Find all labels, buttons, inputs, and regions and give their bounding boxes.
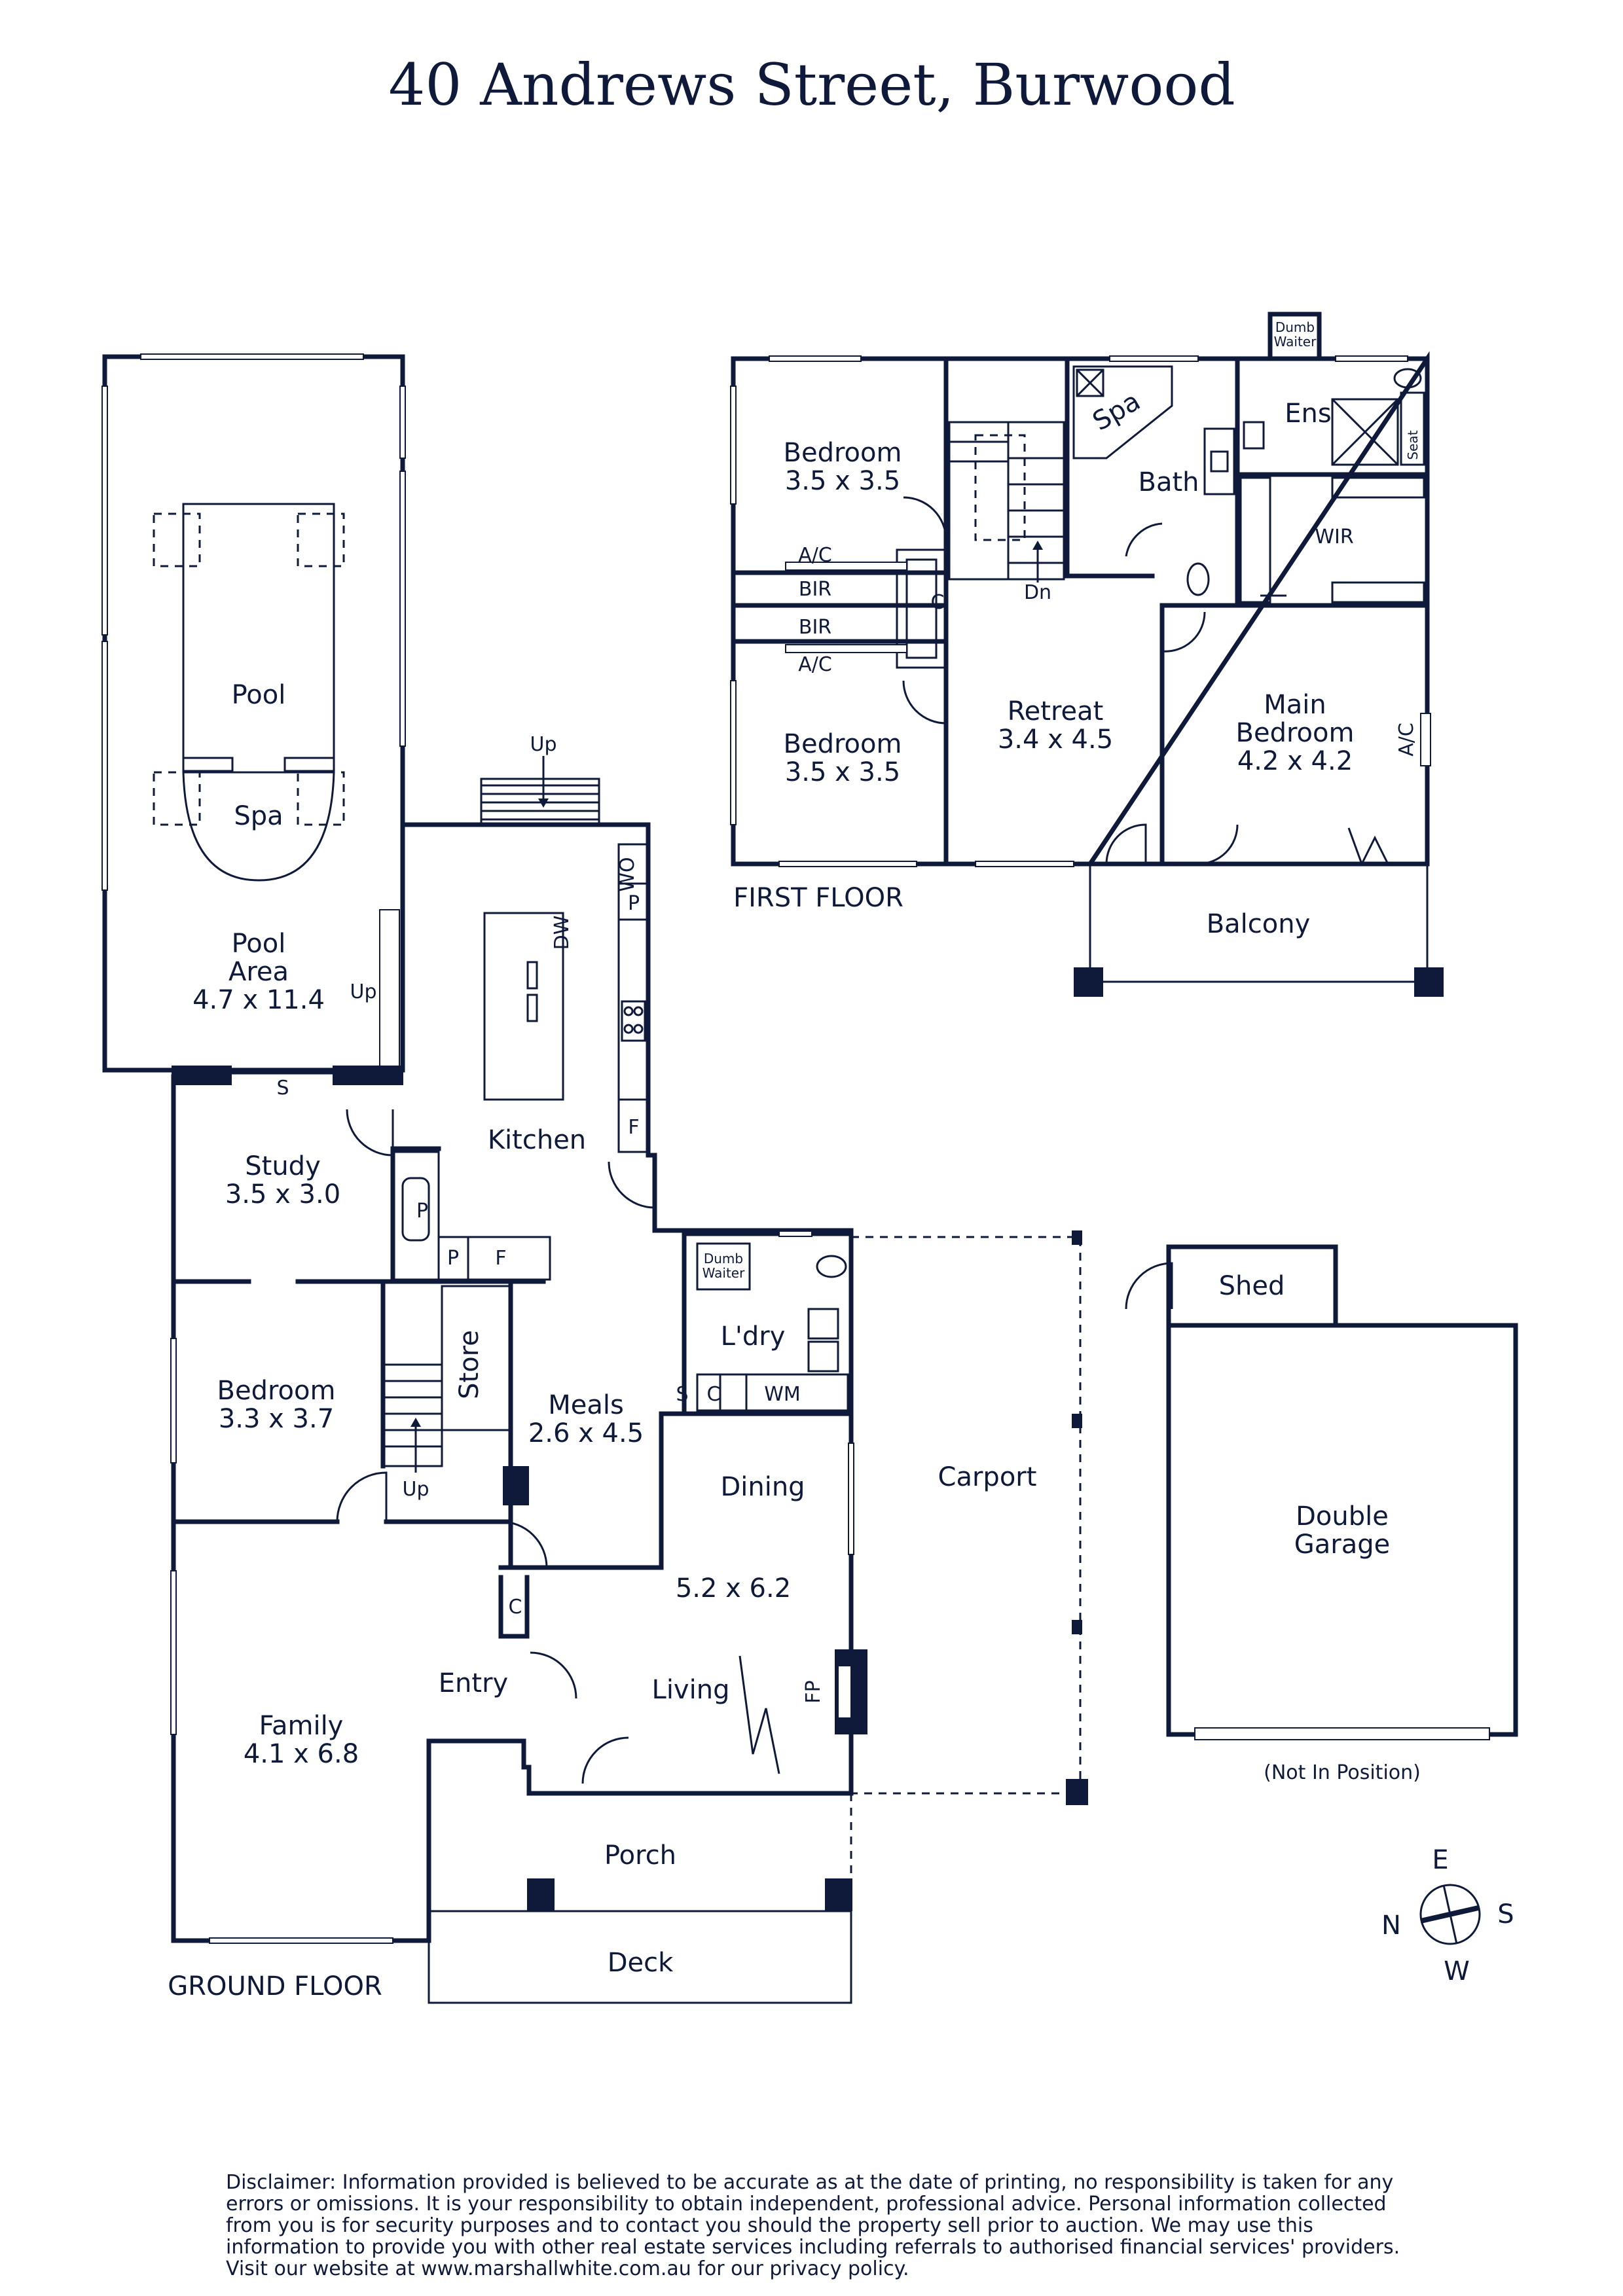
wir-label: WIR [1315,526,1353,548]
f-label-pantry: F [495,1247,506,1270]
ground-outer-walls [171,822,854,1943]
pool-label: Pool [232,680,286,710]
fp-label: FP [802,1680,825,1703]
carport-outline [851,1236,1082,1795]
seat-label: Seat [1405,430,1421,459]
retreat-label: Retreat [1008,696,1104,726]
cooktop-icon [621,1000,646,1042]
dumb-waiter-first-2: Waiter [1274,334,1317,350]
dumb-waiter-ground-2: Waiter [702,1265,745,1281]
p-label-kitchen: P [628,892,640,915]
porch-label: Porch [604,1840,676,1871]
compass-e: E [1432,1845,1448,1875]
retreat-size: 3.4 x 4.5 [998,725,1113,755]
pool-area-label-2: Area [228,957,289,987]
wo-label: WO [616,857,639,891]
balcony-label: Balcony [1207,909,1311,939]
compass-n: N [1381,1910,1401,1941]
ac-label-2: A/C [798,653,832,676]
s-label-laundry: S [676,1383,688,1406]
ground-floor [101,353,1518,2004]
first-stairs [948,421,1065,583]
bath-label: Bath [1139,467,1199,497]
dn-label: Dn [1024,581,1051,604]
ground-floor-label: GROUND FLOOR [168,1971,382,2001]
bedroom-2-label: Bedroom [784,729,902,759]
dw-label: DW [551,916,574,950]
up-label-pool: Up [350,980,376,1003]
p-label-study: P [416,1200,428,1223]
entry-label: Entry [439,1668,508,1698]
garage-label-1: Double [1296,1501,1389,1532]
study-size: 3.5 x 3.0 [225,1179,340,1210]
compass-icon [1419,1884,1481,1945]
kitchen-island [483,912,564,1101]
s-label-pool: S [276,1077,289,1100]
meals-label: Meals [548,1390,624,1420]
pool-area-label-1: Pool [232,929,286,959]
dumb-waiter-first-1: Dumb [1275,319,1315,335]
bedroom-1-size: 3.5 x 3.5 [785,466,900,496]
compass-s: S [1497,1899,1514,1929]
family-label: Family [259,1711,344,1741]
bir-label-2: BIR [799,616,831,639]
page-title: 40 Andrews Street, Burwood [388,51,1235,118]
c-label-first: C [931,591,945,614]
store-label: Store [454,1330,484,1399]
first-floor-label: FIRST FLOOR [733,883,903,913]
main-bedroom-label-1: Main [1264,690,1326,720]
spa-label: Spa [234,801,283,831]
study-label: Study [245,1151,321,1181]
ac-label-1: A/C [798,544,832,567]
dining-living-size: 5.2 x 6.2 [676,1573,791,1604]
bedroom-2-size: 3.5 x 3.5 [785,757,900,787]
dining-label: Dining [720,1472,805,1502]
pool-stairs [480,756,600,826]
main-bedroom-label-2: Bedroom [1236,718,1355,748]
pool-area-size: 4.7 x 11.4 [192,985,325,1015]
bedroom-ground-size: 3.3 x 3.7 [219,1404,334,1434]
compass-w: W [1444,1956,1470,1986]
laundry-label: L'dry [721,1321,786,1352]
kitchen-label: Kitchen [488,1125,586,1155]
not-in-position-label: (Not In Position) [1264,1761,1421,1784]
store-stairs [382,1363,443,1473]
disclaimer-text: Disclaimer: Information provided is beli… [226,2171,1400,2280]
main-bedroom-size: 4.2 x 4.2 [1237,746,1353,776]
deck-label: Deck [608,1948,674,1978]
deck-outline [428,1910,852,2004]
spa-bath-label: Spa [1087,386,1145,437]
up-label-store: Up [402,1478,429,1501]
up-label-stairs: Up [530,733,556,756]
wm-label: WM [764,1383,801,1406]
f-label-kitchen: F [628,1116,639,1139]
garage-label-2: Garage [1294,1530,1390,1560]
c-label-laundry: C [707,1383,721,1406]
ensuite-label: Ens [1285,399,1331,429]
bedroom-ground-label: Bedroom [217,1376,336,1406]
bir-label-1: BIR [799,578,831,601]
c-label-entry: C [509,1596,522,1619]
p-label-pantry: P [447,1247,459,1270]
shed-label: Shed [1219,1271,1285,1301]
ac-label-main: A/C [1395,723,1418,757]
meals-size: 2.6 x 4.5 [528,1418,644,1448]
first-outer-walls [731,351,1430,867]
first-floor [730,312,1444,997]
living-label: Living [652,1675,730,1705]
bedroom-1-label: Bedroom [784,438,902,468]
carport-label: Carport [938,1462,1037,1492]
family-size: 4.1 x 6.8 [244,1739,359,1769]
dumb-waiter-ground-1: Dumb [704,1251,743,1266]
shed-walls [1166,1244,1338,1328]
